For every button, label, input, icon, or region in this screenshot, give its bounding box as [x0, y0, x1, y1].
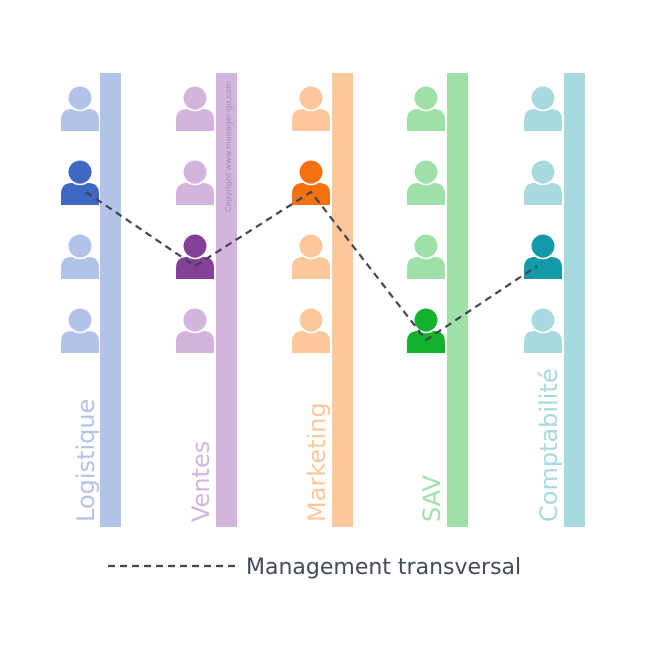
person-icon [524, 84, 562, 131]
person-icon [176, 158, 214, 205]
person-icon [524, 306, 562, 353]
department-bar [564, 73, 585, 527]
person-icon [407, 158, 445, 205]
person-icon [176, 84, 214, 131]
department-label: Marketing [303, 402, 331, 522]
highlighted-person-icon [524, 232, 562, 279]
highlighted-person-icon [176, 232, 214, 279]
person-icon [292, 306, 330, 353]
people-grid [61, 84, 562, 353]
department-label: Ventes [187, 441, 215, 522]
transversal-path-line [85, 190, 538, 342]
legend-label: Management transversal [246, 555, 521, 580]
person-icon [292, 84, 330, 131]
department-bar [216, 73, 237, 527]
department-bar [100, 73, 121, 527]
person-icon [61, 306, 99, 353]
highlighted-person-icon [61, 158, 99, 205]
person-icon [292, 232, 330, 279]
person-icon [61, 84, 99, 131]
highlighted-person-icon [292, 158, 330, 205]
person-icon [176, 306, 214, 353]
person-icon [407, 232, 445, 279]
person-icon [524, 158, 562, 205]
department-label: SAV [418, 474, 446, 522]
person-icon [407, 84, 445, 131]
department-bar [447, 73, 468, 527]
department-label: Comptabilité [535, 368, 563, 522]
department-bars [100, 73, 585, 527]
person-icon [61, 232, 99, 279]
highlighted-person-icon [407, 306, 445, 353]
copyright-text: Copyright www.manager-go.com [224, 81, 233, 212]
department-bar [332, 73, 353, 527]
department-label: Logistique [72, 399, 100, 522]
